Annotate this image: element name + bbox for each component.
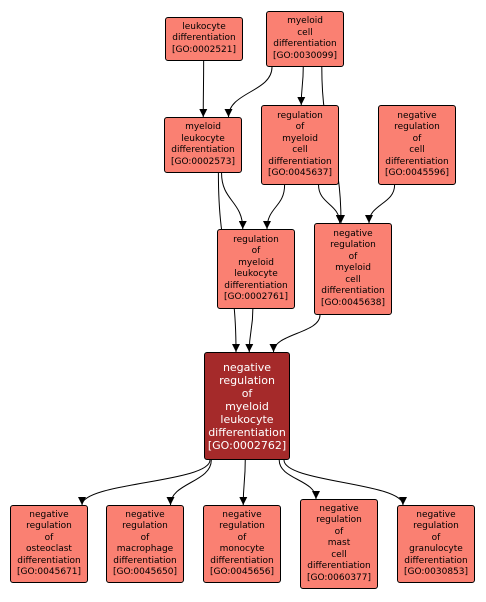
edge-focus-to-granulocyte <box>283 459 407 506</box>
node-label: negative regulation of macrophage differ… <box>112 509 178 578</box>
edge-myeloid_diff-to-reg_myeloid_diff <box>297 66 306 106</box>
node-myeloid-cell-differentiation[interactable]: myeloid cell differentiation [GO:0030099… <box>266 11 344 67</box>
edge-neg_reg_myeloid_diff-to-focus <box>269 314 321 353</box>
node-negative-regulation-of-mast-cell-differentiation[interactable]: negative regulation of mast cell differe… <box>300 499 378 589</box>
edge-reg_myeloid_diff-to-neg_reg_myeloid_diff <box>318 184 344 224</box>
node-negative-regulation-of-cell-differentiation[interactable]: negative regulation of cell differentiat… <box>378 105 456 185</box>
node-label: negative regulation of mast cell differe… <box>306 503 372 583</box>
edge-focus-to-mast <box>278 459 320 500</box>
node-label: negative regulation of osteoclast differ… <box>16 509 82 578</box>
node-regulation-of-myeloid-cell-differentiation[interactable]: regulation of myeloid cell differentiati… <box>261 105 339 185</box>
edge-myeloid_leuk_diff-to-reg_myeloid_leuk_diff <box>221 172 247 230</box>
node-label: regulation of myeloid leukocyte differen… <box>223 234 289 303</box>
node-label: negative regulation of myeloid leukocyte… <box>207 360 287 452</box>
node-label: negative regulation of myeloid cell diff… <box>320 228 386 308</box>
node-label: regulation of myeloid cell differentiati… <box>267 110 333 179</box>
node-label: leukocyte differentiation [GO:0002521] <box>171 21 237 55</box>
node-negative-regulation-of-myeloid-cell-differentiation[interactable]: negative regulation of myeloid cell diff… <box>314 223 392 315</box>
edge-neg_reg_cell_diff-to-neg_reg_myeloid_diff <box>365 184 396 224</box>
node-label: negative regulation of granulocyte diffe… <box>403 509 469 578</box>
edge-reg_myeloid_leuk_diff-to-focus <box>245 308 254 353</box>
node-label: myeloid leukocyte differentiation [GO:00… <box>170 122 236 167</box>
node-label: negative regulation of monocyte differen… <box>209 509 275 578</box>
node-label: myeloid cell differentiation [GO:0030099… <box>272 16 338 61</box>
node-negative-regulation-of-macrophage-differentiation[interactable]: negative regulation of macrophage differ… <box>106 505 184 583</box>
edge-focus-to-macrophage <box>166 459 212 506</box>
edge-focus-to-monocyte <box>239 459 248 506</box>
node-label: negative regulation of cell differentiat… <box>384 110 450 179</box>
edge-focus-to-osteoclast <box>78 459 211 506</box>
node-negative-regulation-of-osteoclast-differentiation[interactable]: negative regulation of osteoclast differ… <box>10 505 88 583</box>
node-negative-regulation-of-myeloid-leukocyte-differentiation[interactable]: negative regulation of myeloid leukocyte… <box>204 352 290 460</box>
node-negative-regulation-of-granulocyte-differentiation[interactable]: negative regulation of granulocyte diffe… <box>397 505 475 583</box>
edge-myeloid_diff-to-myeloid_leuk_diff <box>224 66 273 118</box>
node-myeloid-leukocyte-differentiation[interactable]: myeloid leukocyte differentiation [GO:00… <box>164 117 242 173</box>
edge-reg_myeloid_diff-to-reg_myeloid_leuk_diff <box>263 184 286 230</box>
node-regulation-of-myeloid-leukocyte-differentiation[interactable]: regulation of myeloid leukocyte differen… <box>217 229 295 309</box>
node-leukocyte-differentiation[interactable]: leukocyte differentiation [GO:0002521] <box>165 17 243 61</box>
node-negative-regulation-of-monocyte-differentiation[interactable]: negative regulation of monocyte differen… <box>203 505 281 583</box>
